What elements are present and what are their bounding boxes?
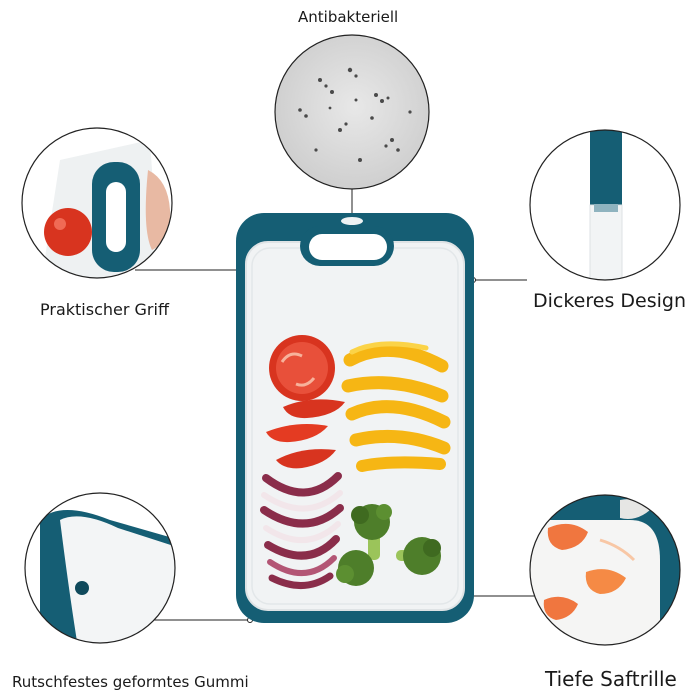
rubber-detail-circle [24, 492, 176, 644]
juice-groove-label: Tiefe Saftrille [545, 667, 677, 691]
non-slip-rubber-label: Rutschfestes geformtes Gummi [12, 673, 249, 691]
bell-pepper-strips [341, 341, 451, 472]
broccoli-florets [336, 504, 441, 586]
practical-grip-label: Praktischer Griff [40, 300, 169, 319]
thickness-detail-circle [529, 129, 681, 281]
groove-detail-circle [529, 494, 681, 646]
tomato-slices [266, 335, 345, 469]
grip-detail-circle [21, 127, 173, 279]
antibacterial-detail-circle [274, 34, 430, 190]
thicker-design-label: Dickeres Design [533, 290, 686, 312]
red-onion-rings [260, 472, 344, 590]
antibacterial-label: Antibakteriell [298, 8, 399, 26]
